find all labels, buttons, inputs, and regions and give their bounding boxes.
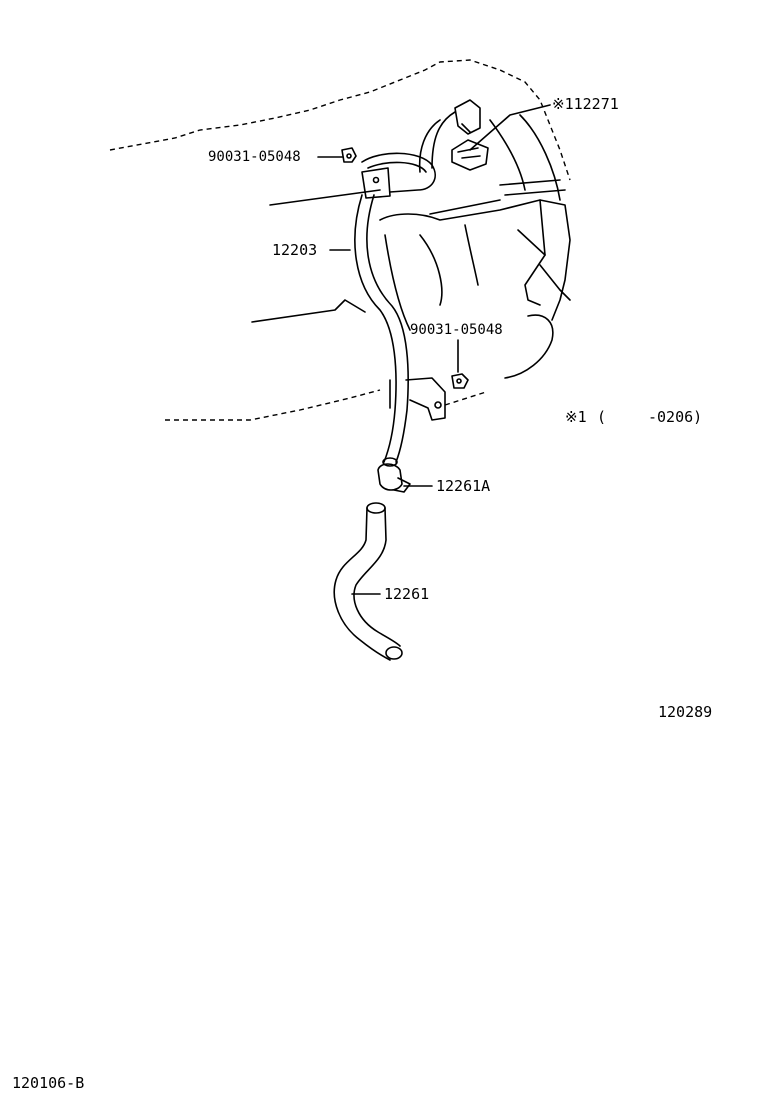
engine-outline — [109, 59, 571, 421]
bolt-lower — [451, 339, 469, 389]
page-code: 120106-B — [12, 1074, 85, 1092]
bolt-upper — [317, 147, 357, 163]
part-label-pipe: 12203 — [272, 241, 318, 259]
sensor-cover — [418, 99, 551, 173]
part-label-sensor-cover: ※112271 — [552, 95, 619, 113]
footnote-open-paren: ( — [597, 408, 607, 426]
bracket-and-pipe — [354, 152, 487, 467]
part-label-hose: 12261 — [384, 585, 430, 603]
figure-number: 120289 — [658, 703, 713, 721]
part-label-bolt-upper: 90031-05048 — [208, 149, 301, 165]
part-label-clamp: 12261A — [436, 477, 491, 495]
part-label-bolt-lower: 90031-05048 — [410, 322, 503, 338]
hose-clamp — [377, 463, 433, 493]
hose — [333, 502, 403, 661]
footnote-mark: ※1 — [565, 408, 587, 426]
footnote-range: -0206) — [648, 408, 703, 426]
